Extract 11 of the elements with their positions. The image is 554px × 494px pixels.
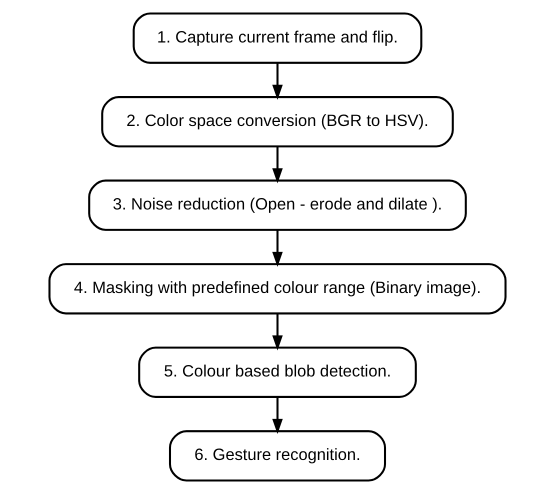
node-box: 1. Capture current frame and flip. xyxy=(132,12,422,64)
node-box: 6. Gesture recognition. xyxy=(168,430,386,482)
node-box: 5. Colour based blob detection. xyxy=(138,346,416,398)
arrow xyxy=(272,146,282,184)
arrow xyxy=(272,397,282,434)
arrow xyxy=(272,62,282,100)
node-box: 4. Masking with predefined colour range (Binary image). xyxy=(48,263,506,314)
node-box: 3. Noise reduction (Open - erode and dilate ). xyxy=(88,180,466,231)
arrow xyxy=(272,314,282,350)
node-box: 2. Color space conversion (BGR to HSV). xyxy=(100,96,454,148)
arrow xyxy=(272,230,282,267)
